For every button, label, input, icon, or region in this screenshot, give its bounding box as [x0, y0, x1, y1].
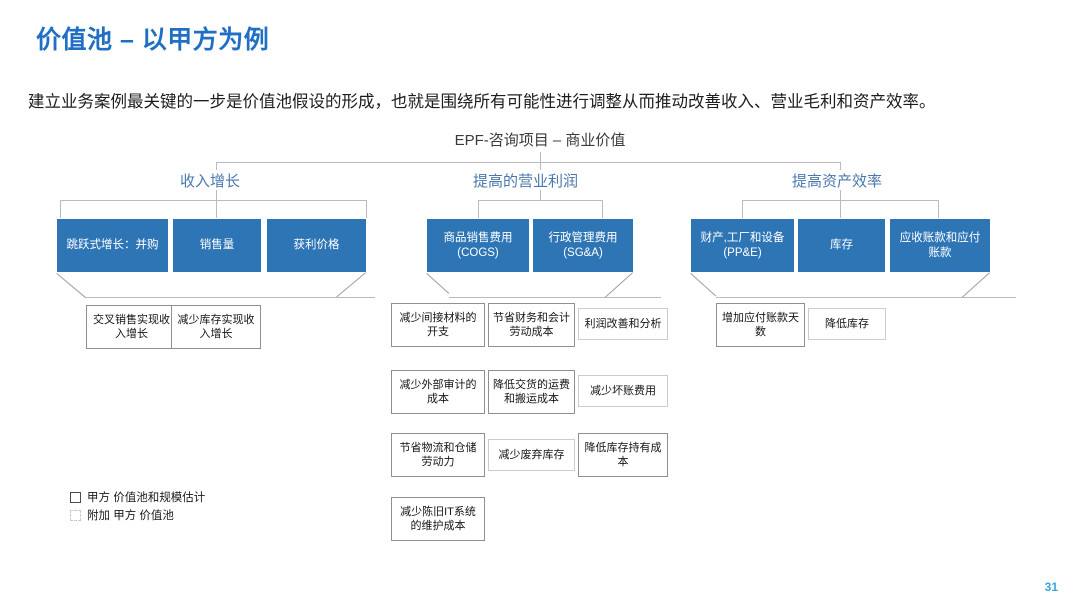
driver-box[interactable]: 应收账款和应付账款 — [890, 219, 990, 272]
lever-box[interactable]: 减少废弃库存 — [488, 439, 575, 471]
lever-box[interactable]: 减少外部审计的成本 — [391, 370, 485, 414]
legend: 甲方 价值池和规模估计 附加 甲方 价值池 — [70, 489, 205, 525]
group3-drop-1 — [742, 200, 743, 218]
legend-item-additional[interactable]: 附加 甲方 价值池 — [70, 507, 205, 523]
tree-trunk-horizontal — [216, 162, 840, 163]
group2-bar — [478, 200, 602, 201]
group3-flare-left — [690, 273, 717, 297]
group2-flare-right — [604, 272, 633, 299]
group1-drop-1 — [60, 200, 61, 218]
tree-branch-right — [840, 162, 841, 170]
lever-box[interactable]: 减少陈旧IT系统的维护成本 — [391, 497, 485, 541]
group3-lever-bar — [716, 297, 1016, 298]
legend-label: 甲方 价值池和规模估计 — [87, 492, 206, 504]
lever-box[interactable]: 交叉销售实现收入增长 — [86, 305, 177, 349]
lever-box[interactable]: 节省财务和会计劳动成本 — [488, 303, 575, 347]
checkbox-icon[interactable] — [70, 491, 81, 503]
group1-stem — [216, 190, 217, 201]
lever-box[interactable]: 降低交货的运费和搬运成本 — [488, 370, 575, 414]
group1-flare-left — [56, 273, 87, 299]
group1-bar — [60, 200, 366, 201]
lever-box[interactable]: 利润改善和分析 — [578, 308, 668, 340]
group3-flare-right — [961, 272, 990, 299]
group1-lever-bar — [86, 297, 375, 298]
lever-box[interactable]: 减少坏账费用 — [578, 375, 668, 407]
page-number: 31 — [1044, 580, 1058, 594]
legend-item-primary[interactable]: 甲方 价值池和规模估计 — [70, 489, 205, 505]
group2-lever-bar — [449, 297, 661, 298]
group2-flare-left — [426, 273, 450, 294]
tree-branch-left — [216, 162, 217, 170]
group3-stem — [840, 190, 841, 201]
group-header-operating-profit: 提高的营业利润 — [473, 173, 579, 190]
group1-drop-2 — [216, 200, 217, 218]
lever-box[interactable]: 减少间接材料的开支 — [391, 303, 485, 347]
group-header-revenue: 收入增长 — [180, 173, 241, 190]
driver-box[interactable]: 库存 — [798, 219, 885, 272]
lever-box[interactable]: 降低库存 — [808, 308, 886, 340]
driver-box[interactable]: 跳跃式增长：并购 — [57, 219, 168, 272]
lever-box[interactable]: 降低库存持有成本 — [578, 433, 668, 477]
group3-drop-3 — [938, 200, 939, 218]
tree-branch-mid — [540, 162, 541, 170]
lever-box[interactable]: 增加应付账款天数 — [716, 303, 805, 347]
driver-box[interactable]: 商品销售费用(COGS) — [427, 219, 529, 272]
group2-drop-2 — [602, 200, 603, 218]
chart-title: EPF-咨询项目 – 商业价值 — [454, 132, 626, 149]
group3-drop-2 — [840, 200, 841, 218]
page-title: 价值池 – 以甲方为例 — [36, 26, 270, 54]
group1-drop-3 — [366, 200, 367, 218]
group1-flare-right — [336, 272, 366, 298]
checkbox-icon[interactable] — [70, 509, 81, 521]
driver-box[interactable]: 获利价格 — [267, 219, 366, 272]
lever-box[interactable]: 节省物流和仓储劳动力 — [391, 433, 485, 477]
group2-drop-1 — [478, 200, 479, 218]
driver-box[interactable]: 行政管理费用(SG&A) — [533, 219, 633, 272]
legend-label: 附加 甲方 价值池 — [87, 510, 174, 522]
driver-box[interactable]: 销售量 — [173, 219, 261, 272]
group2-stem — [540, 190, 541, 201]
group-header-asset-efficiency: 提高资产效率 — [792, 173, 883, 190]
page-subtitle: 建立业务案例最关键的一步是价值池假设的形成，也就是围绕所有可能性进行调整从而推动… — [28, 93, 936, 111]
lever-box[interactable]: 减少库存实现收入增长 — [171, 305, 261, 349]
driver-box[interactable]: 财产,工厂和设备(PP&E) — [691, 219, 794, 272]
tree-trunk-stem — [540, 152, 541, 163]
